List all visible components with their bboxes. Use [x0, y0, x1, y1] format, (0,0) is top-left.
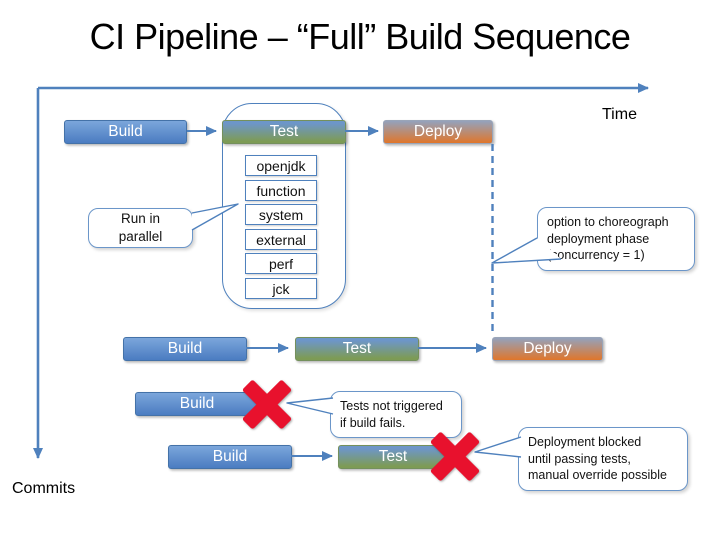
test-failed-x-icon — [432, 433, 478, 479]
pipeline2-test-box: Test — [295, 337, 419, 361]
pipeline2-build-box: Build — [123, 337, 247, 361]
pipeline2-deploy-box: Deploy — [492, 337, 603, 361]
callout-pointer-deployment-blocked — [474, 436, 522, 458]
callout-choreograph: option to choreograph deployment phase (… — [537, 207, 695, 271]
test-suite-openjdk: openjdk — [245, 155, 317, 176]
slide-title: CI Pipeline – “Full” Build Sequence — [89, 16, 631, 57]
test-suite-system: system — [245, 204, 317, 225]
test-suite-jck: jck — [245, 278, 317, 299]
test-suite-external: external — [245, 229, 317, 250]
test-suite-function: function — [245, 180, 317, 201]
commits-axis-label: Commits — [12, 480, 76, 497]
callout-deployment-blocked: Deployment blocked until passing tests, … — [518, 427, 688, 491]
time-axis-label: Time — [602, 106, 637, 123]
pipeline1-deploy-box: Deploy — [383, 120, 493, 144]
pipeline4-test-box: Test — [338, 445, 448, 469]
callout-run-in-parallel: Run in parallel — [88, 208, 193, 248]
pipeline3-build-box: Build — [135, 392, 259, 416]
test-suite-perf: perf — [245, 253, 317, 274]
callout-tests-not-triggered: Tests not triggered if build fails. — [330, 391, 462, 438]
build-failed-x-icon — [244, 381, 290, 427]
pipeline1-build-box: Build — [64, 120, 187, 144]
callout-pointer-tests-not-triggered — [286, 397, 334, 415]
pipeline4-build-box: Build — [168, 445, 292, 469]
pipeline1-test-box: Test — [222, 120, 346, 144]
